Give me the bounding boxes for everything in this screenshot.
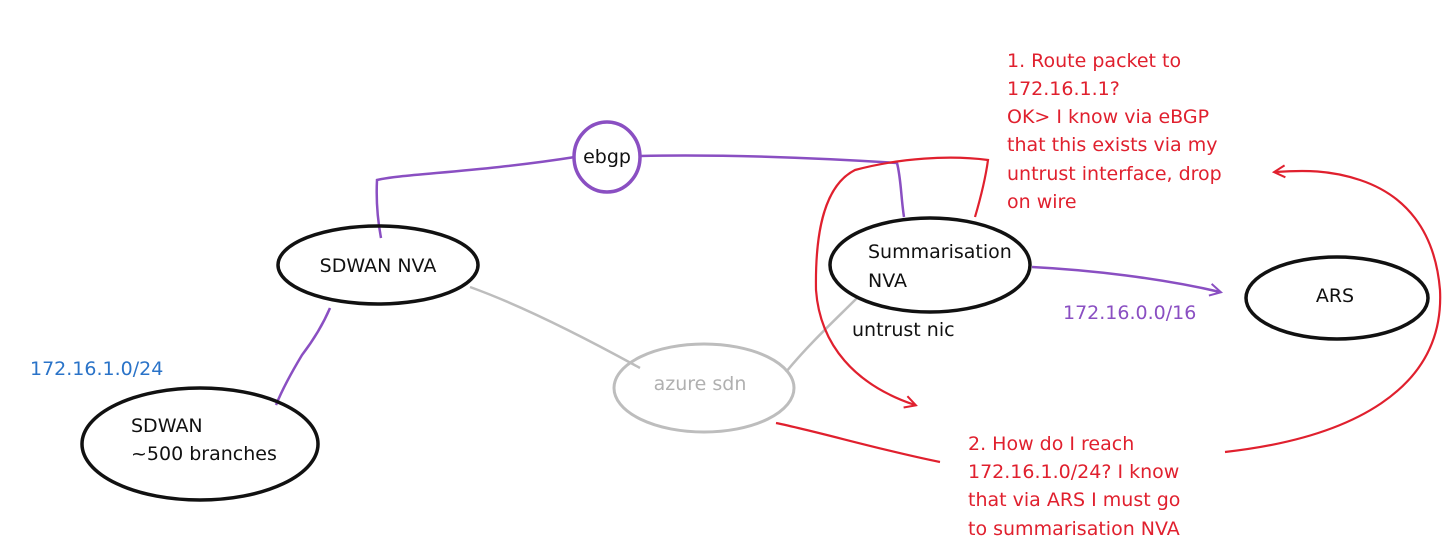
- ars-node: [1244, 255, 1430, 341]
- sdwan-nva-node: [276, 224, 480, 306]
- azure-sdn-node: [612, 342, 796, 434]
- link-sdwan-nva-to-azure-sdn: [469, 285, 641, 370]
- sdwan-nva-label: SDWAN NVA: [320, 255, 437, 277]
- link-ebgp-to-summarisation: [639, 154, 906, 218]
- note1-line4: that this exists via my: [1007, 134, 1217, 156]
- note2-line1: 2. How do I reach: [968, 433, 1134, 455]
- ars-label: ARS: [1316, 285, 1354, 307]
- summarisation-nva-label-line1: Summarisation: [868, 241, 1012, 263]
- summarisation-nva-node: [828, 216, 1032, 314]
- note-1: 1. Route packet to 172.16.1.1? OK> I kno…: [1007, 50, 1222, 213]
- note1-line1: 1. Route packet to: [1007, 50, 1181, 72]
- sdwan-branches-label-line1: SDWAN: [131, 415, 203, 437]
- link-sdwan-nva-to-ebgp: [375, 155, 576, 239]
- red-arrow-note2-loop-to-note1: [1224, 171, 1442, 454]
- link-branches-to-sdwan-nva: [274, 307, 332, 406]
- summary-prefix-label: 172.16.0.0/16: [1063, 302, 1196, 324]
- link-summarisation-to-azure-sdn: [785, 297, 858, 373]
- note1-line2: 172.16.1.1?: [1007, 78, 1120, 100]
- note2-line4: to summarisation NVA: [968, 518, 1180, 540]
- azure-sdn-label: azure sdn: [654, 373, 747, 395]
- note2-line2: 172.16.1.0/24? I know: [968, 461, 1179, 483]
- note1-line6: on wire: [1007, 191, 1077, 213]
- ebgp-node: [572, 120, 642, 194]
- summarisation-nva-label-line2: NVA: [868, 270, 907, 292]
- sdwan-branches-label-line2: ~500 branches: [131, 443, 277, 465]
- note-2: 2. How do I reach 172.16.1.0/24? I know …: [968, 433, 1180, 540]
- red-arrow-note2-to-up: [775, 421, 941, 464]
- untrust-nic-label: untrust nic: [852, 319, 955, 341]
- sdwan-branches-node: [80, 386, 320, 502]
- note1-line5: untrust interface, drop: [1007, 163, 1222, 185]
- note1-line3: OK> I know via eBGP: [1007, 106, 1209, 128]
- link-summarisation-to-ars: [1031, 265, 1220, 292]
- ebgp-label: ebgp: [583, 146, 631, 168]
- branch-prefix-label: 172.16.1.0/24: [30, 358, 163, 380]
- red-arrow-note1-to-down: [814, 156, 990, 405]
- note2-line3: that via ARS I must go: [968, 489, 1180, 511]
